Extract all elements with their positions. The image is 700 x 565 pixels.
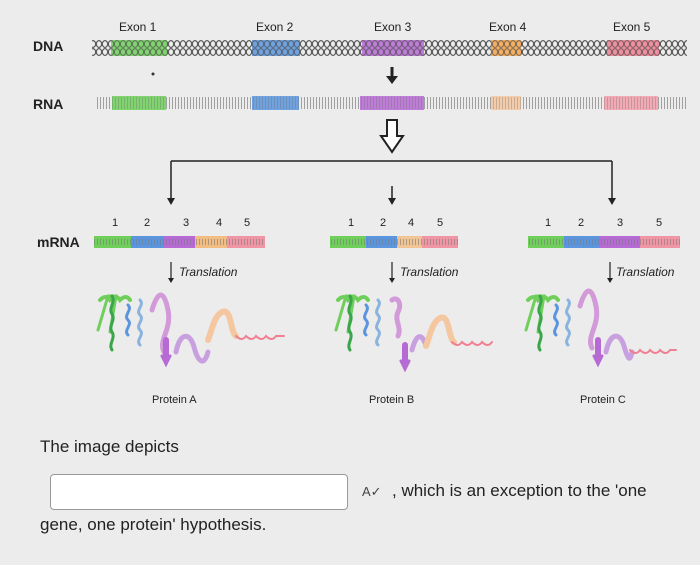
question-prefix: The image depicts xyxy=(40,437,179,456)
rna-strand xyxy=(96,96,687,110)
mrna-variant-c xyxy=(528,236,680,248)
exon-number: 4 xyxy=(216,217,223,229)
spellcheck-icon[interactable]: A✓ xyxy=(362,484,382,499)
exon-number: 5 xyxy=(244,217,251,229)
dna-strand xyxy=(92,40,687,56)
protein-b-structure xyxy=(334,294,493,373)
mrna-variant-a xyxy=(94,236,265,248)
splicing-arrow-icon xyxy=(379,119,405,154)
exon-number: 2 xyxy=(578,217,585,229)
transcription-arrow-icon xyxy=(386,67,398,84)
protein-label: Protein A xyxy=(152,394,197,406)
exon-label: Exon 5 xyxy=(613,20,651,34)
mrna-label: mRNA xyxy=(37,234,80,250)
exon-number: 2 xyxy=(380,217,387,229)
question-suffix: , which is an exception to the 'one xyxy=(392,481,647,500)
exon-number: 1 xyxy=(112,217,119,229)
protein-a-structure xyxy=(96,292,285,368)
protein-c-structure xyxy=(524,288,677,368)
exon-number: 5 xyxy=(656,217,663,229)
exon-number: 1 xyxy=(545,217,552,229)
exon-number: 5 xyxy=(437,217,444,229)
translation-label: Translation xyxy=(179,265,238,279)
exon-label: Exon 3 xyxy=(374,20,412,34)
translation-label: Translation xyxy=(616,265,675,279)
answer-input[interactable] xyxy=(50,474,348,510)
exon-number: 4 xyxy=(408,217,415,229)
translation-label: Translation xyxy=(400,265,459,279)
exon-number: 3 xyxy=(617,217,624,229)
dna-label: DNA xyxy=(33,38,64,54)
exon-label: Exon 4 xyxy=(489,20,527,34)
question-suffix-line2: gene, one protein' hypothesis. xyxy=(40,515,267,534)
mrna-variant-b xyxy=(330,236,458,248)
exon-label: Exon 1 xyxy=(119,20,157,34)
exon-number: 3 xyxy=(183,217,190,229)
exon-label: Exon 2 xyxy=(256,20,294,34)
protein-label: Protein C xyxy=(580,394,626,406)
splicing-bracket xyxy=(170,160,613,200)
exon-number: 1 xyxy=(348,217,355,229)
protein-label: Protein B xyxy=(369,394,415,406)
exon-number: 2 xyxy=(144,217,151,229)
rna-label: RNA xyxy=(33,96,64,112)
